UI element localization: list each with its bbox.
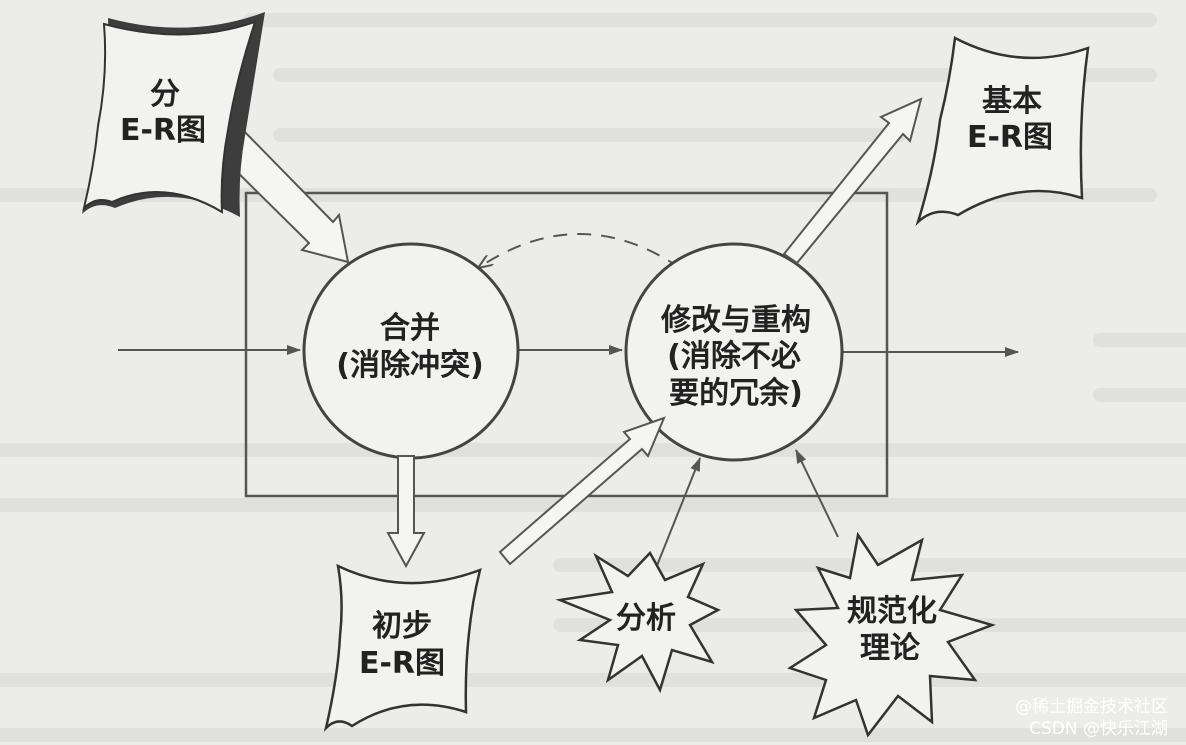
feedback-dashed-arrow [478,233,681,268]
initial-er-document [323,563,482,732]
normalization-to-modify-arrow [795,449,839,538]
basic-er-line1: 基本 [982,84,1042,119]
normalization-starburst [787,531,996,738]
double-arrows [217,97,923,569]
merge-to-initial-arrow [386,455,426,569]
modify-line3: 要的冗余) [669,376,803,411]
analysis-label: 分析 [616,601,676,636]
modify-line2: (消除不必 [667,339,801,374]
basic-er-document [915,36,1090,227]
normalization-line1: 规范化 [847,594,937,629]
analysis-starburst [555,550,721,694]
initial-to-modify-arrow [498,416,666,566]
basic-er-line2: E-R图 [967,120,1053,155]
watermark-line2: CSDN @快乐江湖 [1029,719,1168,739]
merge-line2: (消除冲突) [336,348,483,383]
modify-to-basic-arrow [782,97,923,265]
initial-er-line2: E-R图 [359,646,445,681]
sub-er-line2: E-R图 [120,113,206,148]
analysis-to-modify-arrow [655,457,701,569]
modify-circle [624,242,844,462]
normalization-line2: 理论 [860,631,921,666]
initial-er-line1: 初步 [372,609,432,644]
sub-er-to-merge-arrow [217,128,350,264]
sub-er-line1: 分 [150,77,180,112]
merge-line1: 合并 [380,311,440,346]
watermark: @稀土掘金技术社区 CSDN @快乐江湖 [1015,697,1168,739]
modify-line1: 修改与重构 [660,303,811,338]
sub-er-document [82,12,265,217]
watermark-line1: @稀土掘金技术社区 [1015,697,1168,717]
